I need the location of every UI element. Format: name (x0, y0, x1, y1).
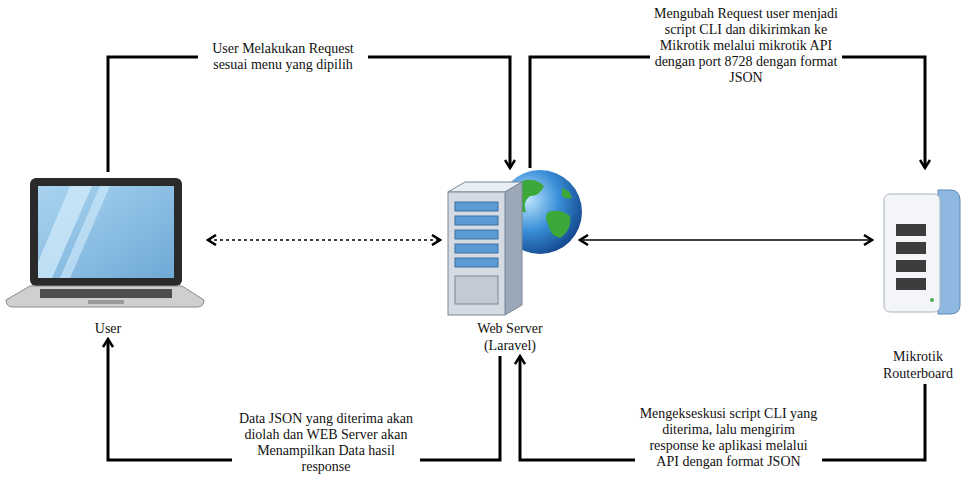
icon-node: User (8, 172, 208, 339)
dotted-arrow (208, 239, 440, 241)
edge-label: Mengubah Request user menjadi script CLI… (650, 5, 842, 87)
flow-arrow (580, 239, 872, 241)
server-globe-icon (448, 170, 582, 315)
flow-arrow (108, 57, 510, 172)
router-icon (884, 190, 960, 314)
laptop-icon (6, 178, 204, 307)
edge-label: Mengekseskusi script CLI yang diterima, … (635, 405, 822, 471)
edge-label: Data JSON yang diterima akan diolah dan … (232, 410, 420, 476)
icon-node: Web Server (Laravel) (440, 168, 580, 356)
edge-label: User Melakukan Request sesuai menu yang … (198, 40, 368, 74)
node-label: Web Server (Laravel) (465, 320, 555, 354)
node-label: User (18, 320, 198, 337)
icon-node: Mikrotik Routerboard (872, 168, 964, 384)
node-label: Mikrotik Routerboard (874, 348, 962, 382)
